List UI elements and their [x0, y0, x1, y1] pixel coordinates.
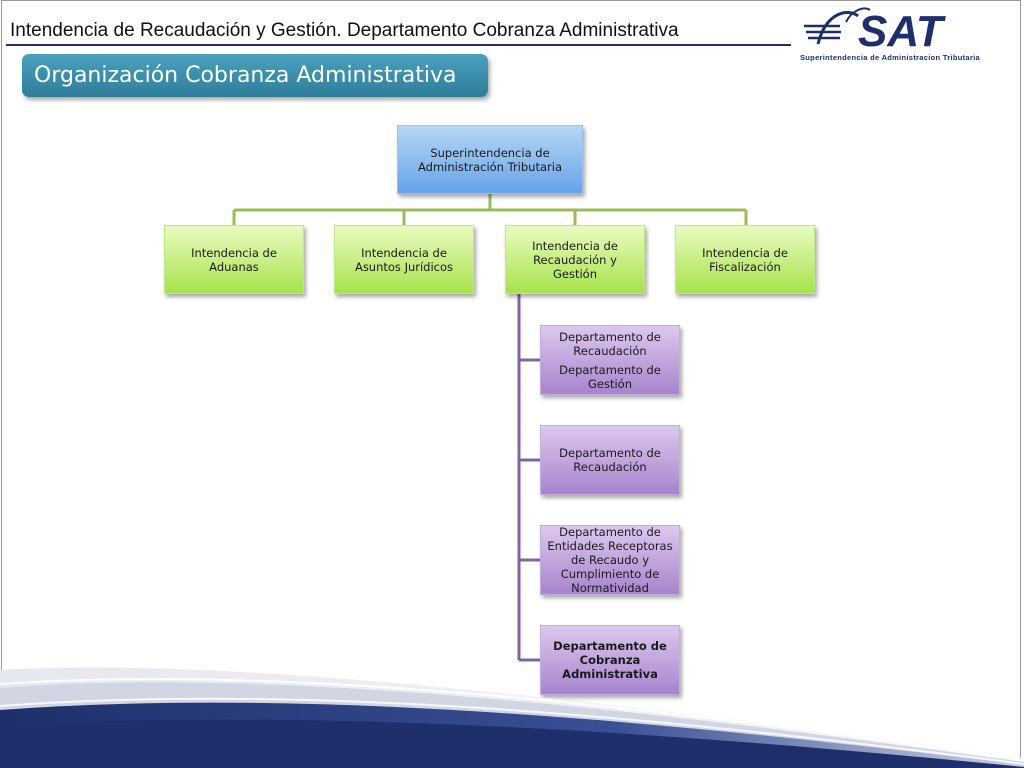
- departamento-box: Departamento de Entidades Receptoras de …: [540, 525, 680, 595]
- departamento-label: Departamento de Recaudación: [559, 446, 661, 474]
- intendencia-label: Intendencia de Aduanas: [191, 245, 277, 274]
- logo-text: SAT: [858, 7, 946, 54]
- green-connectors: [232, 194, 748, 225]
- decorative-swoosh: [0, 667, 1024, 768]
- intendencia-box: Intendencia de Fiscalización: [675, 225, 815, 294]
- header-rule: [6, 44, 791, 46]
- sat-logo: SAT Superintendencia de Administracion T…: [796, 4, 1014, 64]
- section-title: Organización Cobranza Administrativa: [22, 54, 488, 97]
- departamento-label: Departamento de Cobranza Administrativa: [553, 639, 667, 681]
- intendencia-label: Intendencia de Fiscalización: [702, 245, 788, 274]
- intendencia-box: Intendencia de Asuntos Jurídicos: [334, 225, 474, 294]
- logo-tagline: Superintendencia de Administracion Tribu…: [800, 53, 980, 62]
- org-root-label: Superintendencia de Administración Tribu…: [418, 145, 562, 174]
- departamento-box: Departamento de Recaudación Departamento…: [540, 325, 680, 395]
- org-root-box: Superintendencia de Administración Tribu…: [397, 125, 583, 194]
- intendencia-box: Intendencia de Recaudación y Gestión: [505, 225, 645, 294]
- departamento-label: Departamento de Recaudación: [559, 329, 661, 358]
- purple-connectors: [517, 294, 540, 662]
- departamento-sublabel: Departamento de Gestión: [559, 362, 661, 391]
- departamento-box-highlighted: Departamento de Cobranza Administrativa: [540, 625, 680, 695]
- intendencia-box: Intendencia de Aduanas: [164, 225, 304, 294]
- departamento-box: Departamento de Recaudación: [540, 425, 680, 495]
- intendencia-label: Intendencia de Recaudación y Gestión: [532, 238, 618, 281]
- sat-logo-icon: SAT: [804, 7, 946, 56]
- intendencia-label: Intendencia de Asuntos Jurídicos: [354, 245, 454, 274]
- departamento-label: Departamento de Entidades Receptoras de …: [547, 525, 673, 595]
- header-title: Intendencia de Recaudación y Gestión. De…: [10, 20, 679, 41]
